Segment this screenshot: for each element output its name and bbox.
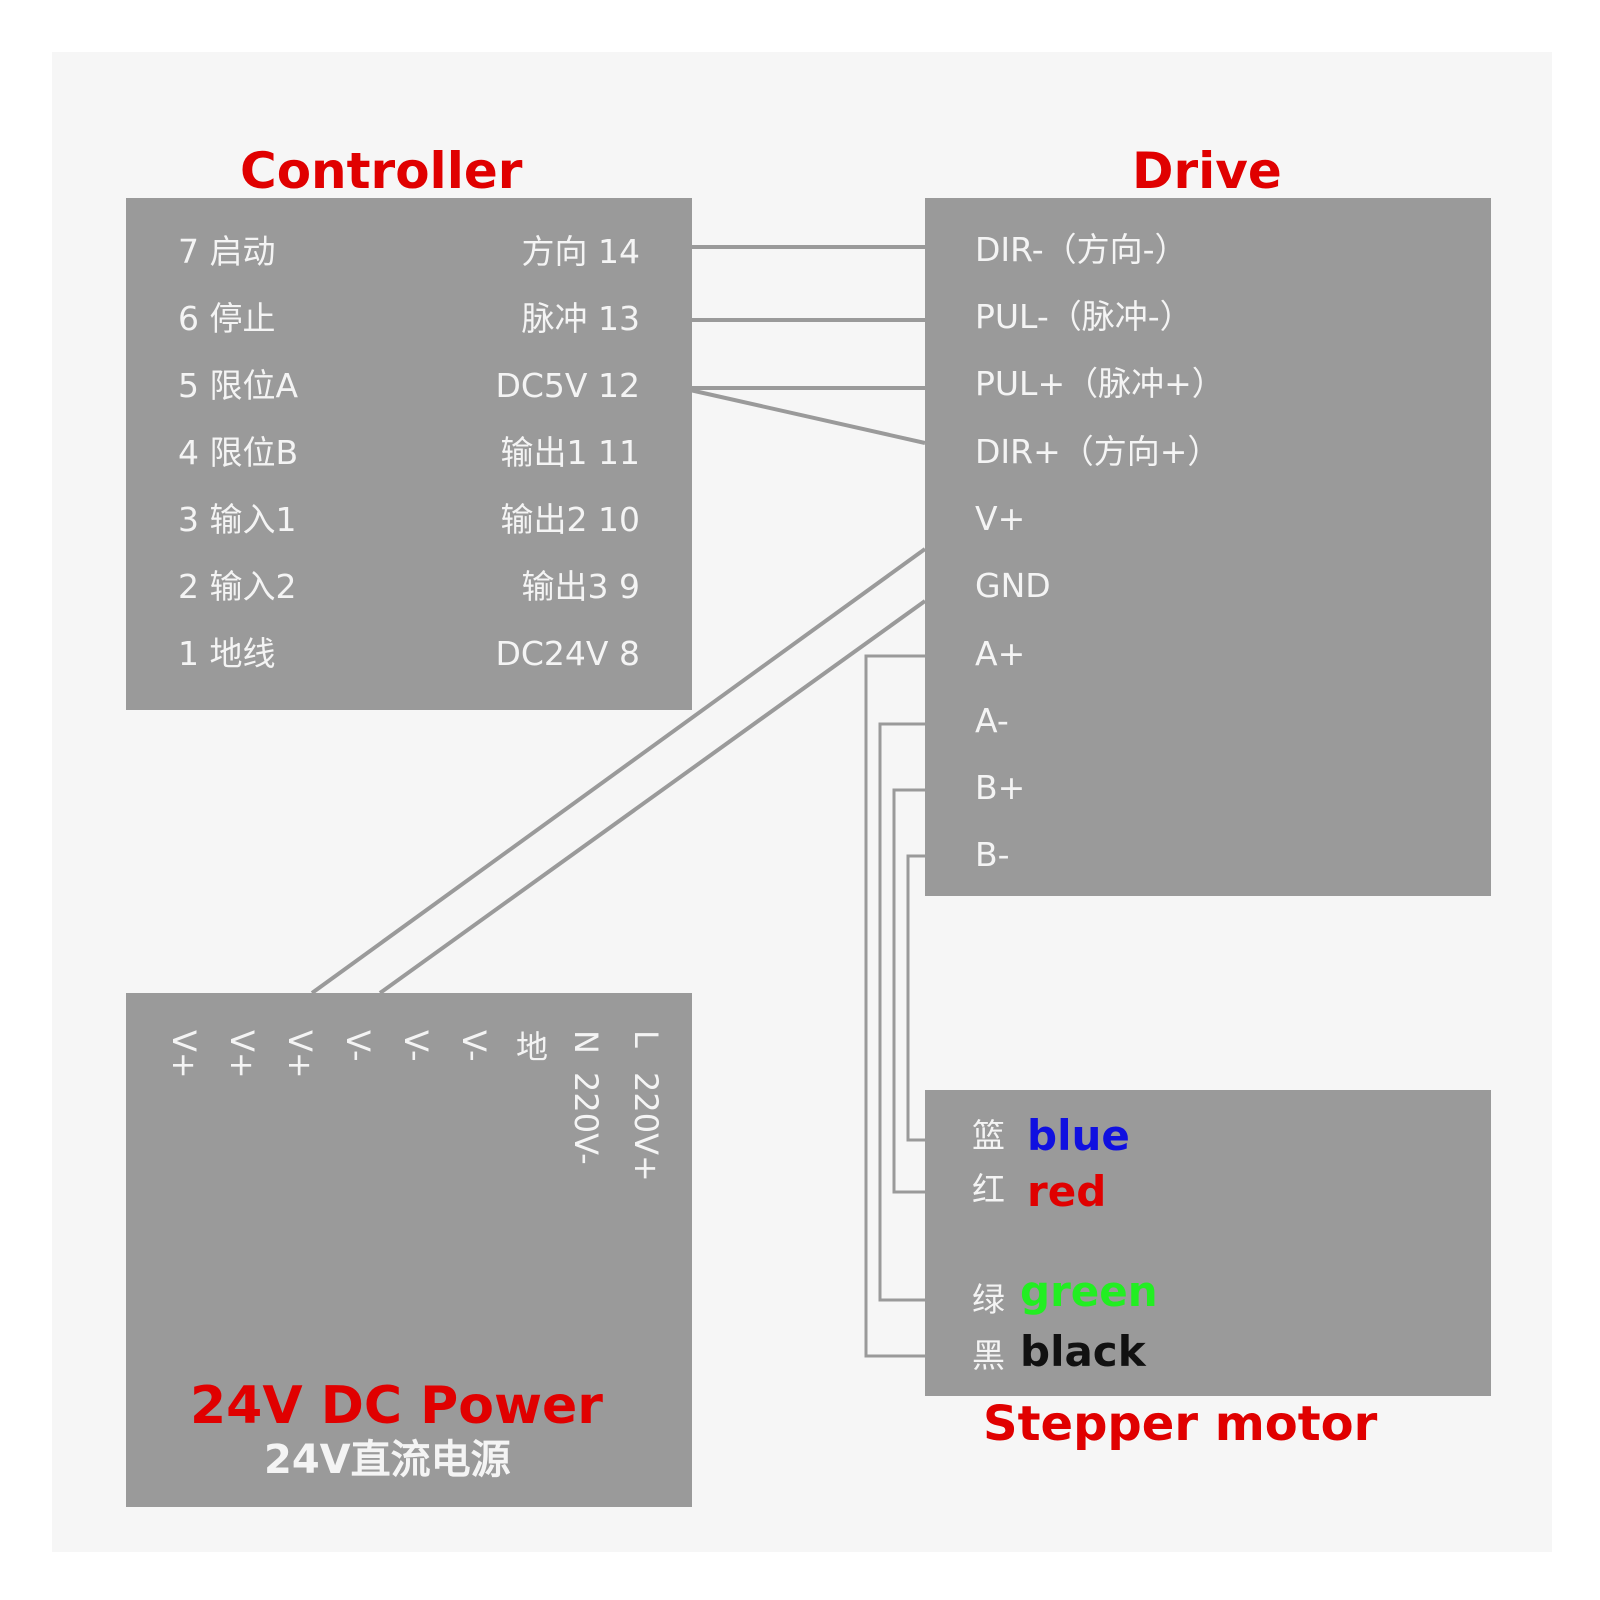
motor-wire-cn: 篮 — [972, 1116, 1005, 1155]
wire-dir-plus — [689, 388, 926, 445]
power-terminal: V- — [339, 1030, 377, 1062]
power-terminal: V- — [397, 1030, 435, 1062]
motor-wire-green: green — [1020, 1267, 1158, 1316]
power-terminal: V+ — [281, 1030, 319, 1079]
drive-pin: A+ — [975, 634, 1026, 673]
drive-pin: B- — [975, 835, 1010, 874]
controller-pin-right: DC5V 12 — [495, 366, 640, 405]
power-terminal: 地 — [511, 1030, 549, 1062]
drive-pin: GND — [975, 566, 1051, 605]
controller-pin-right: 脉冲 13 — [521, 299, 640, 338]
stepper-motor-title: Stepper motor — [983, 1396, 1378, 1452]
controller-pin-right: 输出2 10 — [500, 500, 640, 539]
controller-pin-left: 7 启动 — [178, 232, 276, 271]
controller-pin-right: DC24V 8 — [495, 634, 640, 673]
controller-pin-left: 6 停止 — [178, 299, 276, 338]
controller-title: Controller — [240, 142, 523, 200]
power-terminal: V+ — [165, 1030, 203, 1079]
power-terminal-voltage: 220V- — [567, 1072, 605, 1165]
drive-pin: A- — [975, 701, 1009, 740]
drive-box — [925, 198, 1491, 896]
motor-wire-cn: 绿 — [972, 1280, 1005, 1319]
motor-wire-cn: 红 — [972, 1170, 1005, 1209]
controller-pin-left: 2 输入2 — [178, 567, 297, 606]
power-supply-box — [126, 993, 692, 1507]
power-terminal: L — [627, 1030, 665, 1048]
power-terminal: N — [567, 1030, 605, 1054]
drive-pin: V+ — [975, 499, 1026, 538]
drive-pin: PUL-（脉冲-） — [975, 297, 1193, 336]
controller-pin-right: 输出1 11 — [500, 433, 640, 472]
drive-pin: B+ — [975, 768, 1026, 807]
wire-a-minus-green — [878, 722, 925, 1302]
drive-pin: DIR+（方向+） — [975, 432, 1221, 471]
controller-pin-left: 4 限位B — [178, 433, 299, 472]
drive-pin: DIR-（方向-） — [975, 230, 1188, 269]
stepper-motor-box — [925, 1090, 1491, 1396]
power-title-en: 24V DC Power — [190, 1376, 603, 1436]
controller-pin-left: 1 地线 — [178, 634, 276, 673]
power-terminal: V+ — [223, 1030, 261, 1079]
wire-b-plus-red — [892, 788, 925, 1194]
drive-pin: PUL+（脉冲+） — [975, 364, 1225, 403]
motor-wire-cn: 黑 — [972, 1336, 1005, 1375]
wire-a-plus-black — [864, 654, 925, 1358]
motor-wire-red: red — [1027, 1167, 1107, 1216]
drive-title: Drive — [1132, 142, 1282, 200]
controller-pin-right: 方向 14 — [521, 232, 640, 271]
power-terminal: V- — [455, 1030, 493, 1062]
controller-pin-left: 3 输入1 — [178, 500, 297, 539]
controller-pin-left: 5 限位A — [178, 366, 299, 405]
wire-drive-vplus — [310, 547, 927, 995]
controller-pin-right: 输出3 9 — [521, 567, 640, 606]
motor-wire-blue: blue — [1027, 1111, 1130, 1160]
power-title-cn: 24V直流电源 — [264, 1437, 511, 1483]
power-terminal-voltage: 220V+ — [627, 1072, 665, 1182]
wire-drive-gnd — [378, 599, 927, 995]
motor-wire-black: black — [1020, 1327, 1146, 1376]
controller-box — [126, 198, 692, 710]
wire-b-minus-blue — [906, 854, 925, 1142]
